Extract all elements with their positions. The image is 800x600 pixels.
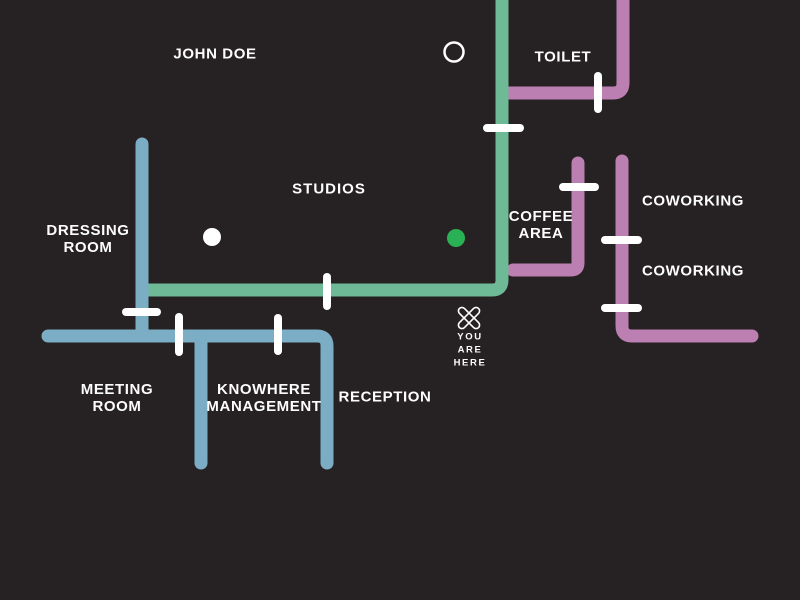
label-john-doe: JOHN DOE bbox=[173, 45, 257, 63]
label-studios: STUDIOS bbox=[292, 180, 366, 198]
you-are-here-x-icon bbox=[457, 306, 481, 330]
studios-green-dot-icon bbox=[447, 229, 465, 247]
label-dressing-room: DRESSING ROOM bbox=[46, 222, 130, 256]
route-studios bbox=[138, 0, 509, 297]
route-toilet bbox=[497, 0, 630, 100]
label-toilet: TOILET bbox=[534, 48, 592, 66]
label-coworking-upper: COWORKING bbox=[641, 192, 745, 210]
label-knowhere-management: KNOWHERE MANAGEMENT bbox=[206, 381, 322, 415]
route-coworking bbox=[615, 154, 759, 343]
john-doe-open-circle-icon bbox=[443, 41, 465, 63]
route-meeting-reception bbox=[41, 329, 334, 470]
route-coffee-area bbox=[506, 156, 585, 277]
label-reception: RECEPTION bbox=[338, 388, 432, 406]
label-coworking-lower: COWORKING bbox=[641, 262, 745, 280]
label-meeting-room: MEETING ROOM bbox=[80, 381, 154, 415]
label-coffee-area: COFFEE AREA bbox=[508, 208, 574, 242]
label-you-are-here: YOU ARE HERE bbox=[453, 331, 487, 369]
dressing-room-white-dot-icon bbox=[203, 228, 221, 246]
